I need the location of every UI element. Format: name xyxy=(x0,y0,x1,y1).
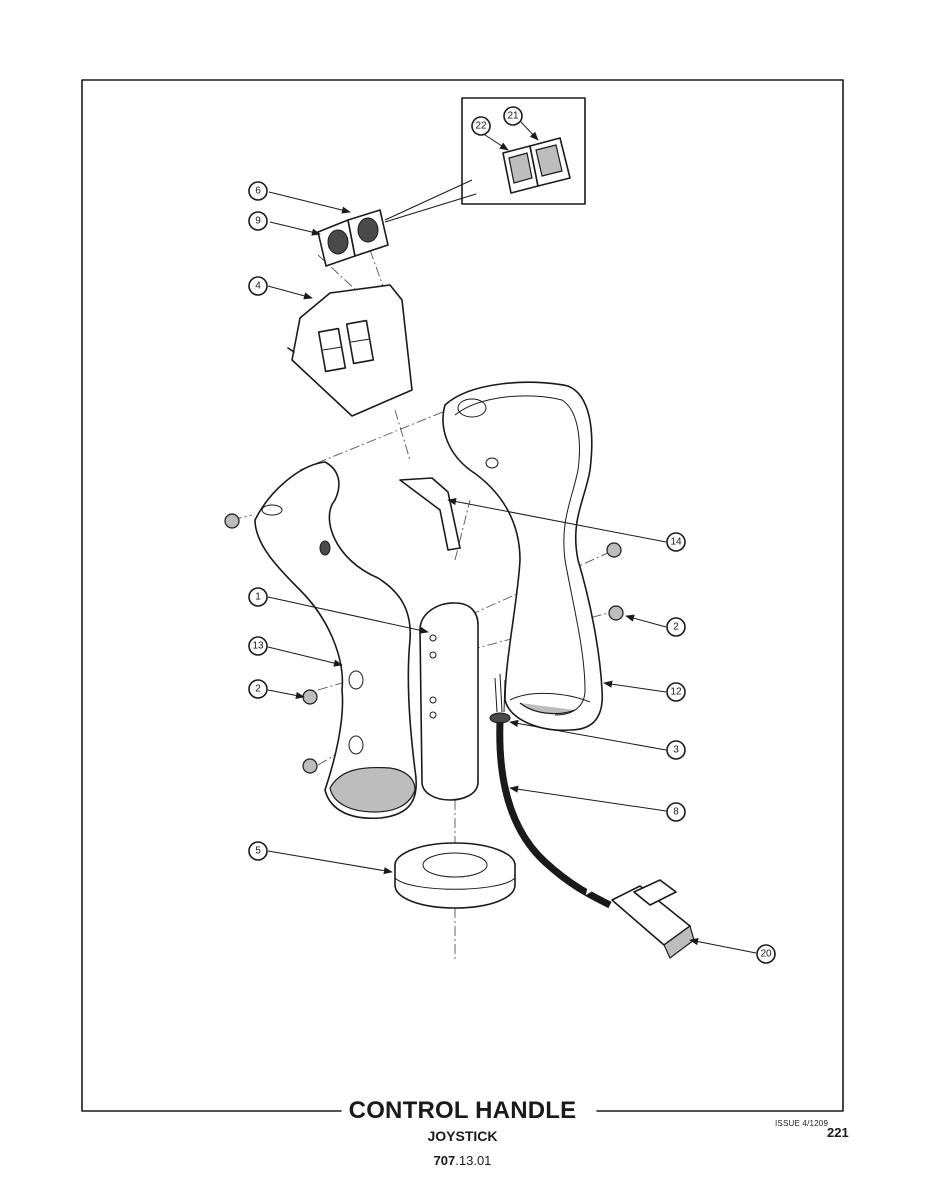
cable-break-mark xyxy=(583,872,599,896)
reference-section: 707 xyxy=(433,1153,456,1168)
issue-label: ISSUE 4/1209 xyxy=(775,1119,829,1128)
callout-leader-lines xyxy=(267,121,757,954)
callout-5: 5 xyxy=(248,841,268,861)
document-subtitle: JOYSTICK xyxy=(427,1128,498,1144)
reference-code: 707.13.01 xyxy=(0,1153,925,1168)
callout-9: 9 xyxy=(248,211,268,231)
trigger-lever xyxy=(399,477,461,551)
inset-pointer-line-upper xyxy=(384,179,473,221)
callout-2-right: 2 xyxy=(666,617,686,637)
rocker-switch-pair xyxy=(317,209,389,267)
callout-12: 12 xyxy=(666,682,686,702)
base-mounting-ring xyxy=(394,842,516,909)
left-handle-screws xyxy=(224,513,318,774)
handle-sleeve-tube xyxy=(419,602,479,801)
svg-text:22: 22 xyxy=(475,121,487,132)
callout-6: 6 xyxy=(248,181,268,201)
callout-4: 4 xyxy=(248,276,268,296)
callout-3: 3 xyxy=(666,740,686,760)
svg-text:14: 14 xyxy=(670,537,682,548)
inset-switch-pair xyxy=(502,137,571,194)
control-overlay-plate xyxy=(287,284,413,417)
electrical-connector xyxy=(611,879,695,959)
svg-text:4: 4 xyxy=(255,281,261,292)
inset-pointer-line-lower xyxy=(384,193,477,223)
callout-2-left: 2 xyxy=(248,679,268,699)
callout-1: 1 xyxy=(248,587,268,607)
title-block: CONTROL HANDLE JOYSTICK 707.13.01 ISSUE … xyxy=(0,1095,925,1198)
cable-grommet xyxy=(489,673,511,724)
callout-20: 20 xyxy=(756,944,776,964)
svg-text:2: 2 xyxy=(673,622,679,633)
svg-text:9: 9 xyxy=(255,216,261,227)
callout-8: 8 xyxy=(666,802,686,822)
reference-subsection: .13.01 xyxy=(455,1153,492,1168)
callout-21: 21 xyxy=(503,106,523,126)
page-number: 221 xyxy=(827,1125,849,1140)
document-title: CONTROL HANDLE xyxy=(0,1097,925,1125)
callout-22: 22 xyxy=(471,116,491,136)
callout-14: 14 xyxy=(666,532,686,552)
svg-text:3: 3 xyxy=(673,745,679,756)
left-handle-half xyxy=(254,461,417,820)
right-handle-screws xyxy=(606,542,624,621)
right-handle-half xyxy=(442,381,604,731)
svg-text:2: 2 xyxy=(255,684,261,695)
wiring-cable xyxy=(496,721,612,909)
svg-text:5: 5 xyxy=(255,846,261,857)
svg-text:6: 6 xyxy=(255,186,261,197)
svg-text:21: 21 xyxy=(507,111,519,122)
callout-13: 13 xyxy=(248,636,268,656)
svg-text:20: 20 xyxy=(760,949,772,960)
drawing-border xyxy=(81,79,844,1112)
svg-text:13: 13 xyxy=(252,641,264,652)
svg-text:12: 12 xyxy=(670,687,682,698)
svg-text:8: 8 xyxy=(673,807,679,818)
svg-text:1: 1 xyxy=(255,592,261,603)
inset-detail-box xyxy=(461,97,586,205)
